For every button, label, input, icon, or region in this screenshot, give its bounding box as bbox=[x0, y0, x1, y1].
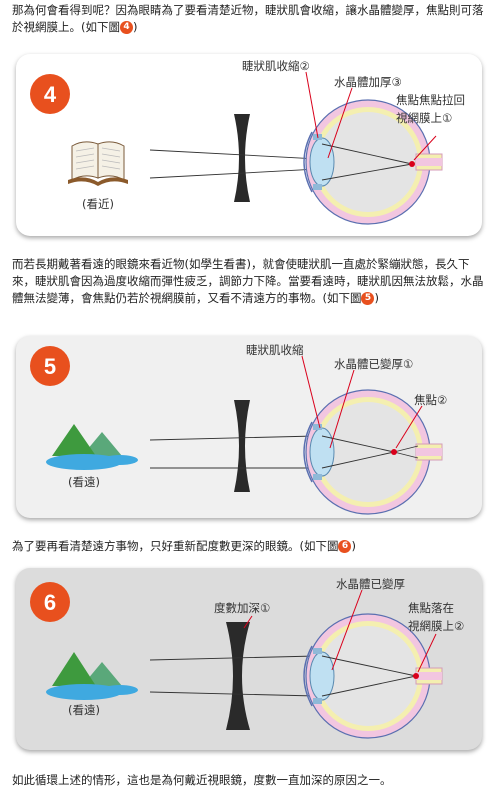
paragraph-3-text: 為了要再看清楚遠方事物，只好重新配度數更深的眼鏡。(如下圖 bbox=[12, 539, 339, 553]
figure-ref-4: 4 bbox=[120, 21, 133, 34]
label-lens: 水晶體已變厚 bbox=[336, 577, 405, 591]
refracted-ray bbox=[321, 451, 395, 469]
eyeball bbox=[303, 389, 443, 515]
label-focus: 焦點落在 bbox=[408, 601, 454, 615]
refracted-ray bbox=[321, 435, 395, 453]
refracted-ray bbox=[321, 163, 413, 181]
figure-ref-5: 5 bbox=[361, 292, 375, 305]
figure-5-caption: (看遠) bbox=[68, 475, 100, 489]
figure-6-badge-number: 6 bbox=[44, 590, 56, 615]
paragraph-2-text: 而若長期戴著看遠的眼鏡來看近物(如學生看書)，就會使睫狀肌一直處於緊繃狀態，長久… bbox=[12, 257, 484, 305]
figure-5-panel: 5 (看遠) 睫狀肌收縮 bbox=[16, 336, 482, 518]
label-retina: 視網膜上① bbox=[396, 111, 452, 125]
label-focus: 焦點② bbox=[414, 393, 447, 407]
paragraph-3-end: ) bbox=[351, 539, 356, 553]
concave-lens-stronger bbox=[226, 622, 250, 730]
figure-4-panel: 4 (看近) bbox=[16, 54, 482, 236]
refracted-ray bbox=[321, 675, 417, 697]
figure-5-badge bbox=[30, 346, 70, 386]
closing-paragraph: 如此循環上述的情形，這也是為何戴近視眼鏡，度數一直加深的原因之一。 bbox=[12, 772, 488, 789]
label-stronger-prescription: 度數加深① bbox=[214, 601, 270, 615]
concave-lens bbox=[234, 114, 250, 202]
label-ciliary-muscle: 睫狀肌收縮 bbox=[246, 343, 304, 357]
focus-point bbox=[413, 673, 419, 679]
figure-ref-6: 6 bbox=[338, 540, 352, 553]
closing-text: 如此循環上述的情形，這也是為何戴近視眼鏡，度數一直加深的原因之一。 bbox=[12, 773, 392, 787]
focus-point bbox=[391, 449, 397, 455]
concave-lens bbox=[234, 400, 250, 492]
label-lens: 水晶體已變厚① bbox=[334, 357, 413, 371]
book-icon bbox=[68, 141, 128, 186]
light-ray bbox=[149, 691, 317, 697]
figure-6-caption: (看遠) bbox=[68, 703, 100, 717]
label-retina: 視網膜上② bbox=[408, 619, 464, 633]
light-ray bbox=[149, 655, 317, 661]
intro-text: 那為何會看得到呢？因為眼睛為了要看清楚近物，睫狀肌會收縮，讓水晶體變厚，焦點則可… bbox=[12, 3, 484, 34]
intro-text-end: ) bbox=[133, 20, 138, 34]
paragraph-2-end: ) bbox=[374, 291, 379, 305]
intro-paragraph: 那為何會看得到呢？因為眼睛為了要看清楚近物，睫狀肌會收縮，讓水晶體變厚，焦點則可… bbox=[12, 2, 488, 36]
figure-6-badge bbox=[30, 582, 70, 622]
focus-point bbox=[409, 161, 415, 167]
figure-4-badge-number: 4 bbox=[44, 82, 57, 107]
mountain-icon bbox=[46, 652, 138, 700]
label-lens: 水晶體加厚③ bbox=[334, 75, 402, 89]
label-focus: 焦點焦點拉回 bbox=[396, 93, 465, 107]
label-ciliary-muscle: 睫狀肌收縮② bbox=[242, 59, 310, 73]
figure-6-panel: 6 (看遠) 度數加深① 水晶體已變厚 bbox=[16, 568, 482, 750]
figure-4-caption: (看近) bbox=[82, 197, 114, 211]
eyeball bbox=[303, 99, 443, 225]
figure-5-badge-number: 5 bbox=[44, 354, 56, 379]
refracted-ray bbox=[321, 655, 417, 677]
mountain-icon bbox=[46, 424, 138, 470]
refracted-ray bbox=[321, 143, 413, 165]
light-ray bbox=[149, 435, 317, 441]
paragraph-2: 而若長期戴著看遠的眼鏡來看近物(如學生看書)，就會使睫狀肌一直處於緊繃狀態，長久… bbox=[12, 256, 488, 307]
figure-4-badge bbox=[30, 74, 70, 114]
